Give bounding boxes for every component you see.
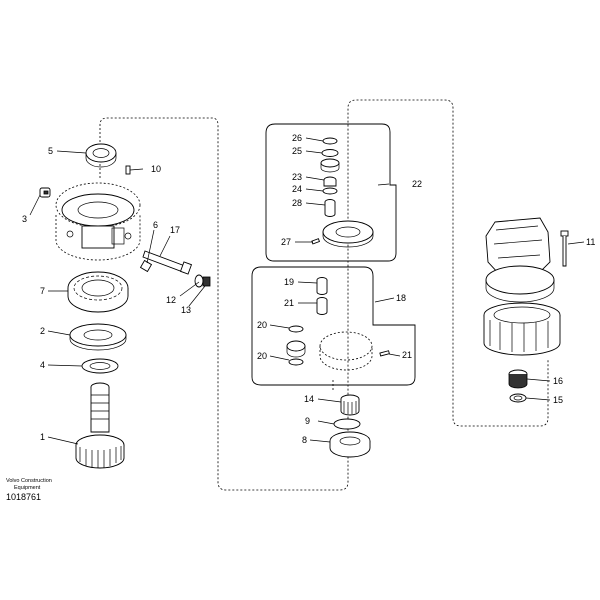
part-5-seal [85,143,117,168]
callout-14: 14 [304,394,314,404]
group-frame-23 [265,123,397,262]
callout-20-upper: 20 [257,320,267,330]
callout-3: 3 [22,214,27,224]
part-11-bolt [560,230,569,267]
part-15-washer [509,393,527,403]
part-ring-gear [483,302,561,356]
callout-22: 21 [284,298,294,308]
callout-24: 23 [292,172,302,182]
part-6-key [139,259,153,273]
callout-29: 28 [292,198,302,208]
part-7-bearing [67,271,129,313]
callout-26: 25 [292,146,302,156]
callout-15: 15 [553,395,563,405]
callout-9: 9 [305,416,310,426]
callout-1: 1 [40,432,45,442]
callout-18: 18 [396,293,406,303]
group-23-parts [311,137,374,248]
part-motor-housing [485,217,555,303]
part-12-13-fasteners [194,274,211,288]
part-2-washer [69,323,127,351]
maker-line-1: Volvo Construction [6,478,52,484]
drawing-footer: Volvo Construction Equipment 1018761 [6,478,52,502]
callout-27: 26 [292,133,302,143]
callout-5: 5 [48,146,53,156]
callout-17: 17 [170,225,180,235]
part-14-gear [340,394,360,416]
part-16-gear [508,369,528,389]
part-4-spacer [81,358,119,374]
maker-line-2: Equipment [14,485,41,491]
callout-7: 7 [40,286,45,296]
group-frame-18 [251,266,416,386]
callout-4: 4 [40,360,45,370]
callout-19: 19 [284,277,294,287]
callout-13: 13 [181,305,191,315]
callout-11: 11 [586,237,595,247]
callout-23: 22 [412,179,422,189]
part-10-pin [125,165,131,175]
drawing-number: 1018761 [6,492,41,502]
callout-21: 21 [402,350,412,360]
group-18-parts [286,277,390,371]
leader-lines [29,137,585,445]
callout-20-lower: 20 [257,351,267,361]
part-8-bearing [329,431,371,458]
part-housing [55,182,141,261]
callout-8: 8 [302,435,307,445]
callout-12: 12 [166,295,176,305]
part-9-ring [333,418,361,430]
callout-10: 10 [151,164,161,174]
callout-16: 16 [553,376,563,386]
callout-28: 27 [281,237,291,247]
part-17-shaft [142,250,193,275]
part-3-nut [39,187,51,198]
callout-6: 6 [153,220,158,230]
part-1-pinion-shaft [75,382,125,469]
callout-25: 24 [292,184,302,194]
callout-2: 2 [40,326,45,336]
callout-numbers: 5 10 3 6 17 7 12 13 2 4 1 26 25 23 24 28… [22,133,595,445]
